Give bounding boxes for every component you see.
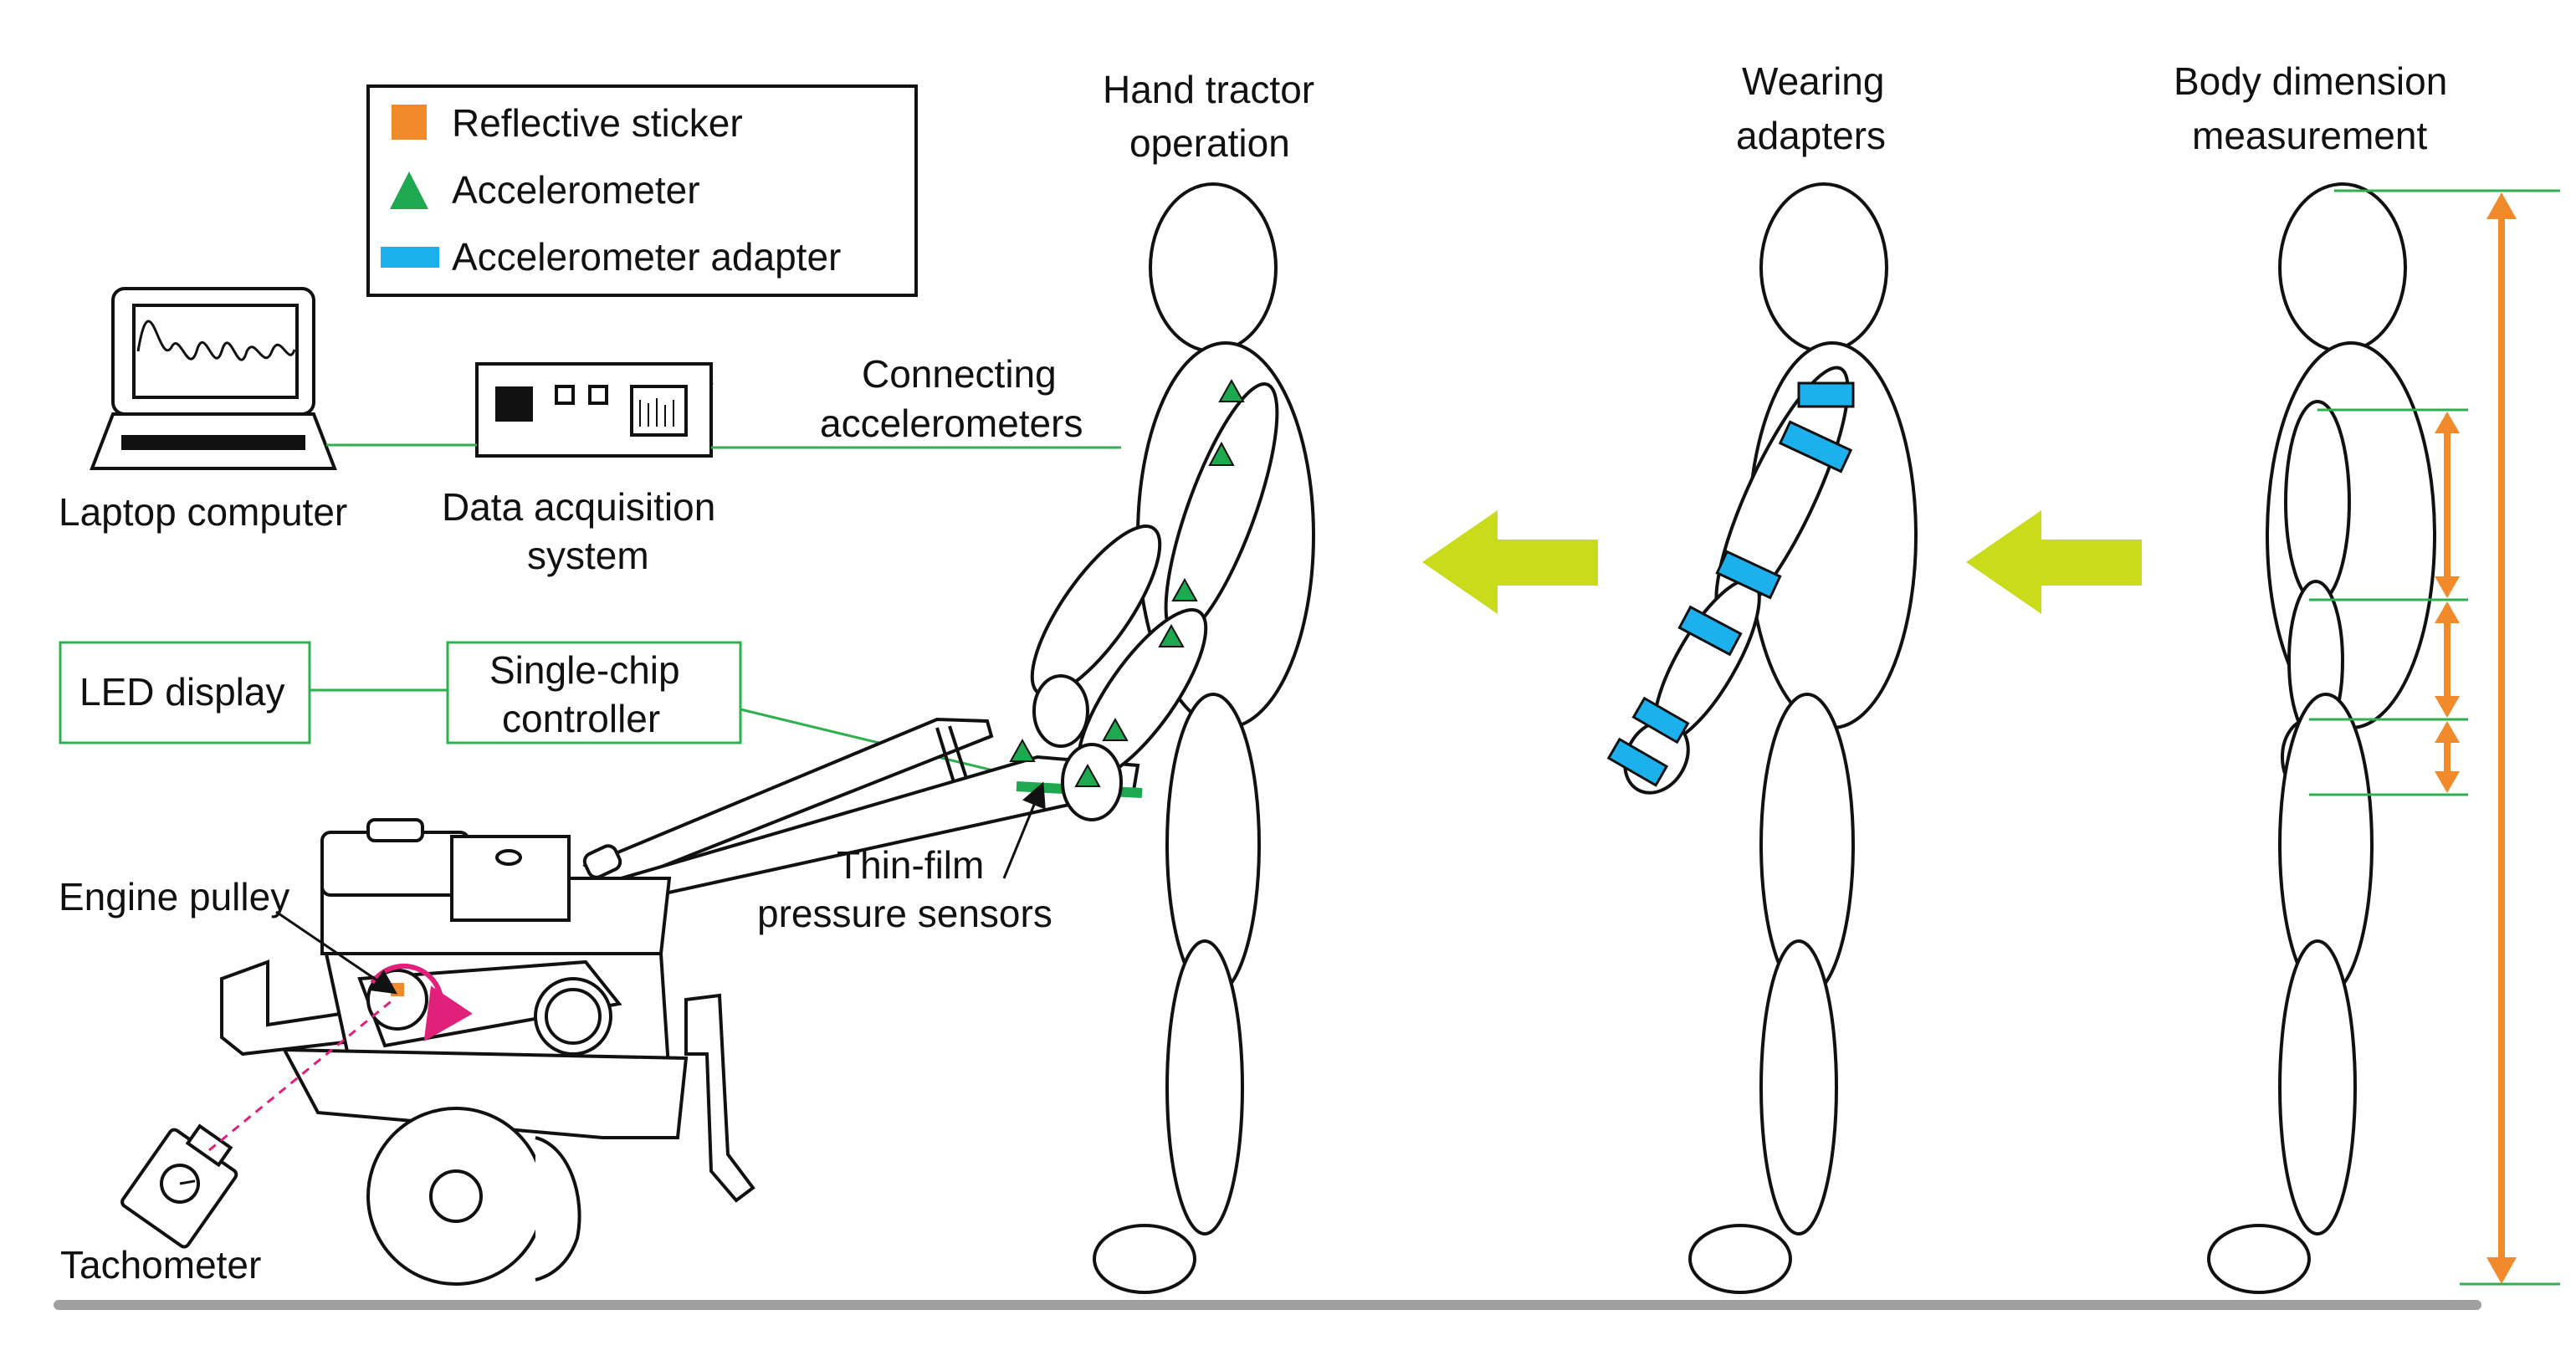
controller-label-line1: Single-chip	[489, 648, 680, 692]
head	[1759, 182, 1888, 353]
figure-adapters	[1606, 182, 1918, 1294]
laptop-label: Laptop computer	[59, 490, 347, 534]
connecting-label-line2: accelerometers	[820, 402, 1083, 445]
tachometer	[120, 1123, 238, 1249]
data-acquisition-box	[475, 362, 714, 458]
legend-sticker-swatch	[392, 105, 427, 140]
measurement-guides	[2309, 189, 2560, 1286]
stage-arrow-1	[1422, 510, 1598, 614]
measurement-arrows	[2435, 192, 2517, 1284]
daq-label-line1: Data acquisition	[442, 485, 715, 529]
stage-measurement-title-line1: Body dimension	[2174, 59, 2447, 103]
waveform-icon	[136, 320, 296, 361]
led-display-box	[59, 641, 311, 744]
tachometer-label: Tachometer	[60, 1243, 261, 1287]
daq-label-line2: system	[527, 534, 649, 577]
legend: Reflective sticker Accelerometer Acceler…	[366, 84, 918, 297]
hand-tractor	[220, 717, 1143, 1286]
figure-operation	[1009, 182, 1315, 1294]
thin-film-label-line2: pressure sensors	[757, 892, 1052, 935]
stage-operation-title-line1: Hand tractor	[1103, 68, 1314, 111]
stage-adapters-title-line1: Wearing	[1742, 59, 1884, 103]
laptop-computer	[90, 287, 337, 470]
connecting-label-line1: Connecting	[862, 352, 1057, 396]
stage-measurement-title-line2: measurement	[2192, 114, 2427, 157]
led-display-label: LED display	[79, 670, 284, 714]
engine-pulley-leader	[275, 910, 397, 995]
legend-accelerometer-label: Accelerometer	[452, 168, 700, 212]
head	[1149, 182, 1278, 353]
legend-adapter-swatch	[381, 247, 439, 268]
engine-pulley-label: Engine pulley	[59, 875, 289, 918]
legend-adapter-label: Accelerometer adapter	[452, 235, 841, 279]
thin-film-label-line1: Thin-film	[837, 843, 984, 887]
controller-label-line2: controller	[502, 697, 660, 740]
tachometer-beam	[208, 998, 394, 1152]
figure-measurement	[2207, 182, 2436, 1294]
stage-operation-title-line2: operation	[1129, 121, 1290, 165]
thin-film-leader	[1002, 781, 1046, 879]
legend-sticker-label: Reflective sticker	[452, 101, 743, 145]
stage-arrow-2	[1966, 510, 2142, 614]
stage-adapters-title-line2: adapters	[1736, 114, 1886, 157]
head	[2278, 182, 2407, 353]
legend-accelerometer-swatch	[390, 171, 428, 209]
controller-box	[446, 641, 742, 744]
